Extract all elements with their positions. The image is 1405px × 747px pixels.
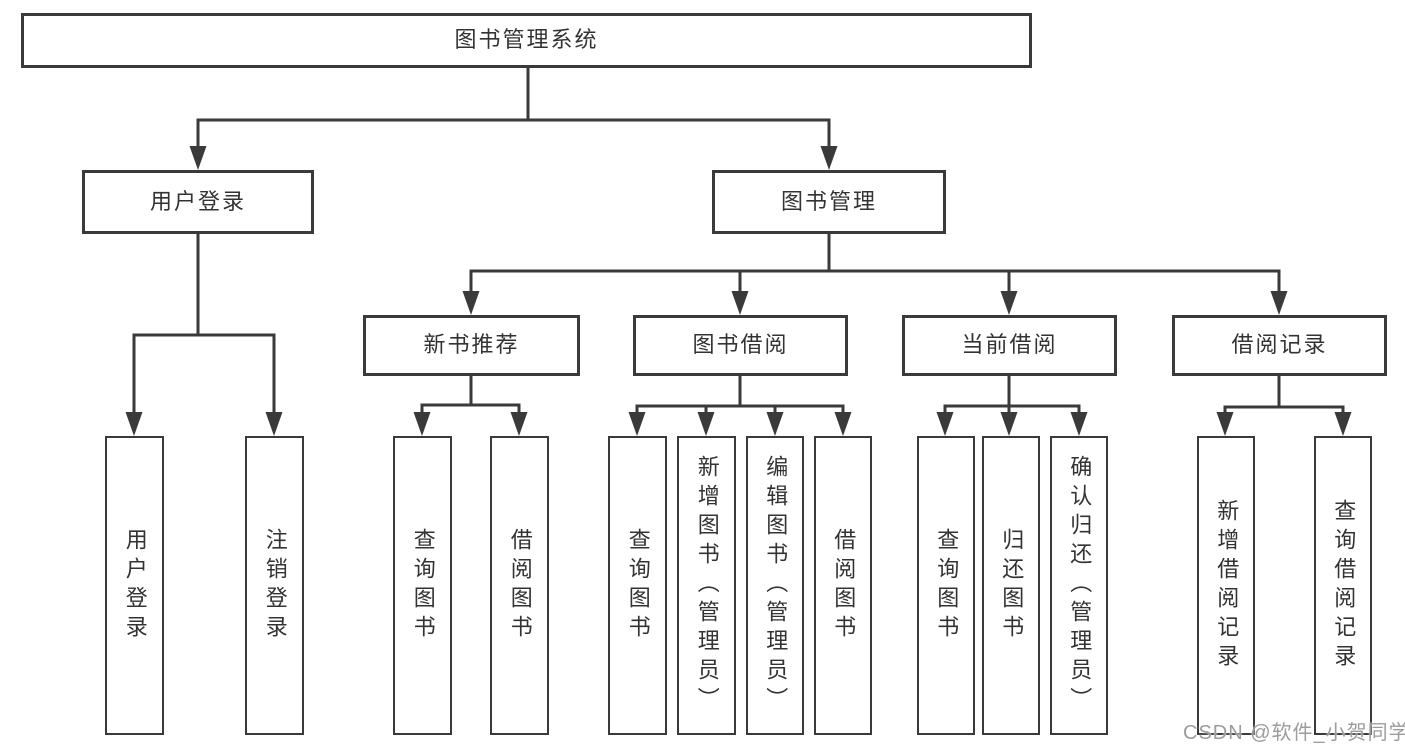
arrowhead-icon: [1070, 412, 1088, 436]
node-leaf-query-books-1: 查询图书: [393, 436, 452, 735]
node-label-user-login: 用户登录: [149, 188, 246, 214]
arrowhead-icon: [1000, 291, 1018, 315]
node-label-current-borrowing: 当前借阅: [961, 332, 1058, 358]
node-label-borrowing-records: 借阅记录: [1231, 332, 1328, 358]
node-leaf-query-books-3: 查询图书: [917, 436, 975, 735]
node-label-leaf-borrow-books-2: 借阅图书: [831, 527, 857, 644]
node-leaf-borrow-books-1: 借阅图书: [490, 436, 549, 735]
node-label-leaf-query-borrow-record: 查询借阅记录: [1331, 498, 1357, 673]
connector-line: [943, 376, 1081, 416]
node-label-leaf-add-books: 新增图书（管理员）: [694, 455, 720, 716]
arrowhead-icon: [936, 412, 954, 436]
arrowhead-icon: [510, 412, 528, 436]
node-leaf-confirm-return: 确认归还（管理员）: [1050, 436, 1108, 735]
node-current-borrowing: 当前借阅: [902, 315, 1117, 376]
node-label-leaf-return-books: 归还图书: [999, 527, 1025, 644]
connector-line: [132, 234, 276, 416]
arrowhead-icon: [189, 146, 207, 170]
node-leaf-query-borrow-record: 查询借阅记录: [1314, 436, 1372, 735]
arrowhead-icon: [731, 291, 749, 315]
node-leaf-add-books: 新增图书（管理员）: [677, 436, 736, 735]
node-user-login: 用户登录: [82, 170, 314, 234]
node-label-new-book-recommend: 新书推荐: [423, 332, 520, 358]
arrowhead-icon: [766, 412, 784, 436]
arrowhead-icon: [413, 412, 431, 436]
arrowhead-icon: [462, 291, 480, 315]
connector-line: [469, 234, 1281, 295]
node-leaf-logout: 注销登录: [245, 436, 304, 735]
connector-line: [635, 376, 845, 416]
node-label-book-management: 图书管理: [780, 188, 877, 214]
node-book-management: 图书管理: [712, 170, 946, 234]
connector-line: [1223, 376, 1345, 416]
arrowhead-icon: [1270, 291, 1288, 315]
node-label-leaf-query-books-2: 查询图书: [625, 527, 651, 644]
node-leaf-query-books-2: 查询图书: [608, 436, 667, 735]
watermark-text: CSDN @软件_小贺同学: [1183, 722, 1405, 744]
arrowhead-icon: [1216, 412, 1234, 436]
arrowhead-icon: [265, 412, 283, 436]
arrowhead-icon: [1000, 412, 1018, 436]
node-new-book-recommend: 新书推荐: [363, 315, 580, 376]
arrowhead-icon: [834, 412, 852, 436]
node-root: 图书管理系统: [21, 13, 1032, 68]
node-label-leaf-query-books-3: 查询图书: [934, 527, 960, 644]
node-leaf-borrow-books-2: 借阅图书: [814, 436, 872, 735]
node-label-leaf-query-books-1: 查询图书: [410, 527, 436, 644]
node-borrowing-records: 借阅记录: [1172, 315, 1387, 376]
node-label-leaf-edit-books: 编辑图书（管理员）: [763, 455, 789, 716]
connector-line: [420, 376, 521, 416]
node-leaf-user-login: 用户登录: [105, 436, 164, 735]
arrowhead-icon: [125, 412, 143, 436]
node-label-leaf-user-login: 用户登录: [122, 527, 148, 644]
arrowhead-icon: [1334, 412, 1352, 436]
node-leaf-return-books: 归还图书: [982, 436, 1040, 735]
connector-line: [196, 68, 831, 150]
node-label-leaf-confirm-return: 确认归还（管理员）: [1067, 455, 1093, 716]
node-label-book-borrowing: 图书借阅: [692, 332, 789, 358]
node-label-leaf-borrow-books-1: 借阅图书: [507, 527, 533, 644]
node-leaf-edit-books: 编辑图书（管理员）: [746, 436, 804, 735]
arrowhead-icon: [628, 412, 646, 436]
node-label-leaf-logout: 注销登录: [262, 527, 288, 644]
arrowhead-icon: [697, 412, 715, 436]
node-leaf-add-borrow-record: 新增借阅记录: [1197, 436, 1255, 735]
arrowhead-icon: [820, 146, 838, 170]
node-label-root: 图书管理系统: [454, 27, 599, 53]
node-book-borrowing: 图书借阅: [633, 315, 848, 376]
node-label-leaf-add-borrow-record: 新增借阅记录: [1214, 498, 1240, 673]
